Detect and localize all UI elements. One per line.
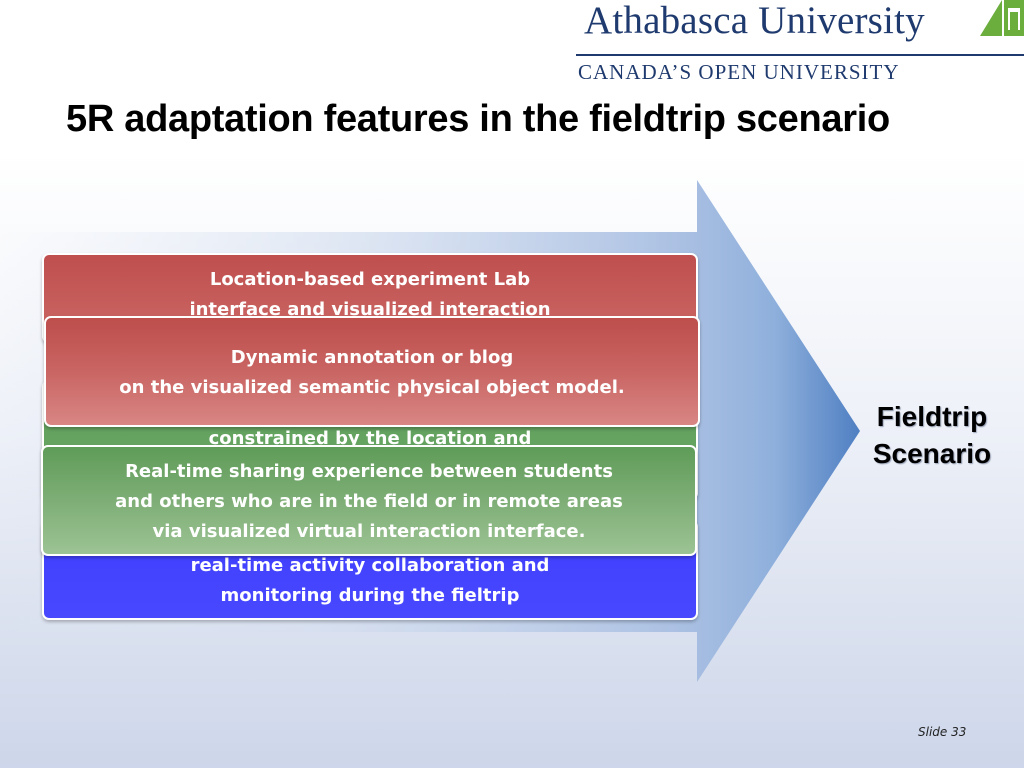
- feature-text: on the visualized semantic physical obje…: [119, 377, 625, 398]
- feature-dynamic-annotation: Dynamic annotation or blog on the visual…: [44, 316, 700, 427]
- university-logo: Athabasca University CANADA’S OPEN UNIVE…: [576, 0, 1024, 90]
- slide-title: 5R adaptation features in the fieldtrip …: [66, 98, 890, 140]
- feature-text: via visualized virtual interaction inter…: [152, 521, 586, 542]
- feature-realtime-sharing: Real-time sharing experience between stu…: [41, 445, 697, 556]
- scenario-label-line: Scenario: [872, 438, 992, 469]
- feature-text: Real-time sharing experience between stu…: [125, 461, 613, 482]
- feature-text: real-time activity collaboration and: [190, 555, 550, 576]
- scenario-label: Fieldtrip Scenario: [862, 398, 1002, 472]
- feature-text: constrained by the location and: [208, 428, 532, 449]
- slide-number: Slide 33: [918, 725, 967, 739]
- feature-text: Location-based experiment Lab: [209, 269, 531, 290]
- feature-text: Dynamic annotation or blog: [230, 347, 514, 368]
- logo-name: Athabasca University: [584, 0, 925, 42]
- scenario-label-line: Fieldtrip: [876, 401, 988, 432]
- logo-tagline: CANADA’S OPEN UNIVERSITY: [578, 60, 900, 84]
- feature-text: monitoring during the fieltrip: [220, 585, 520, 606]
- feature-text: and others who are in the field or in re…: [115, 491, 623, 512]
- au-logo-mark-icon: [980, 0, 1024, 36]
- feature-text: interface and visualized interaction: [189, 299, 551, 320]
- logo-divider: [576, 54, 1024, 56]
